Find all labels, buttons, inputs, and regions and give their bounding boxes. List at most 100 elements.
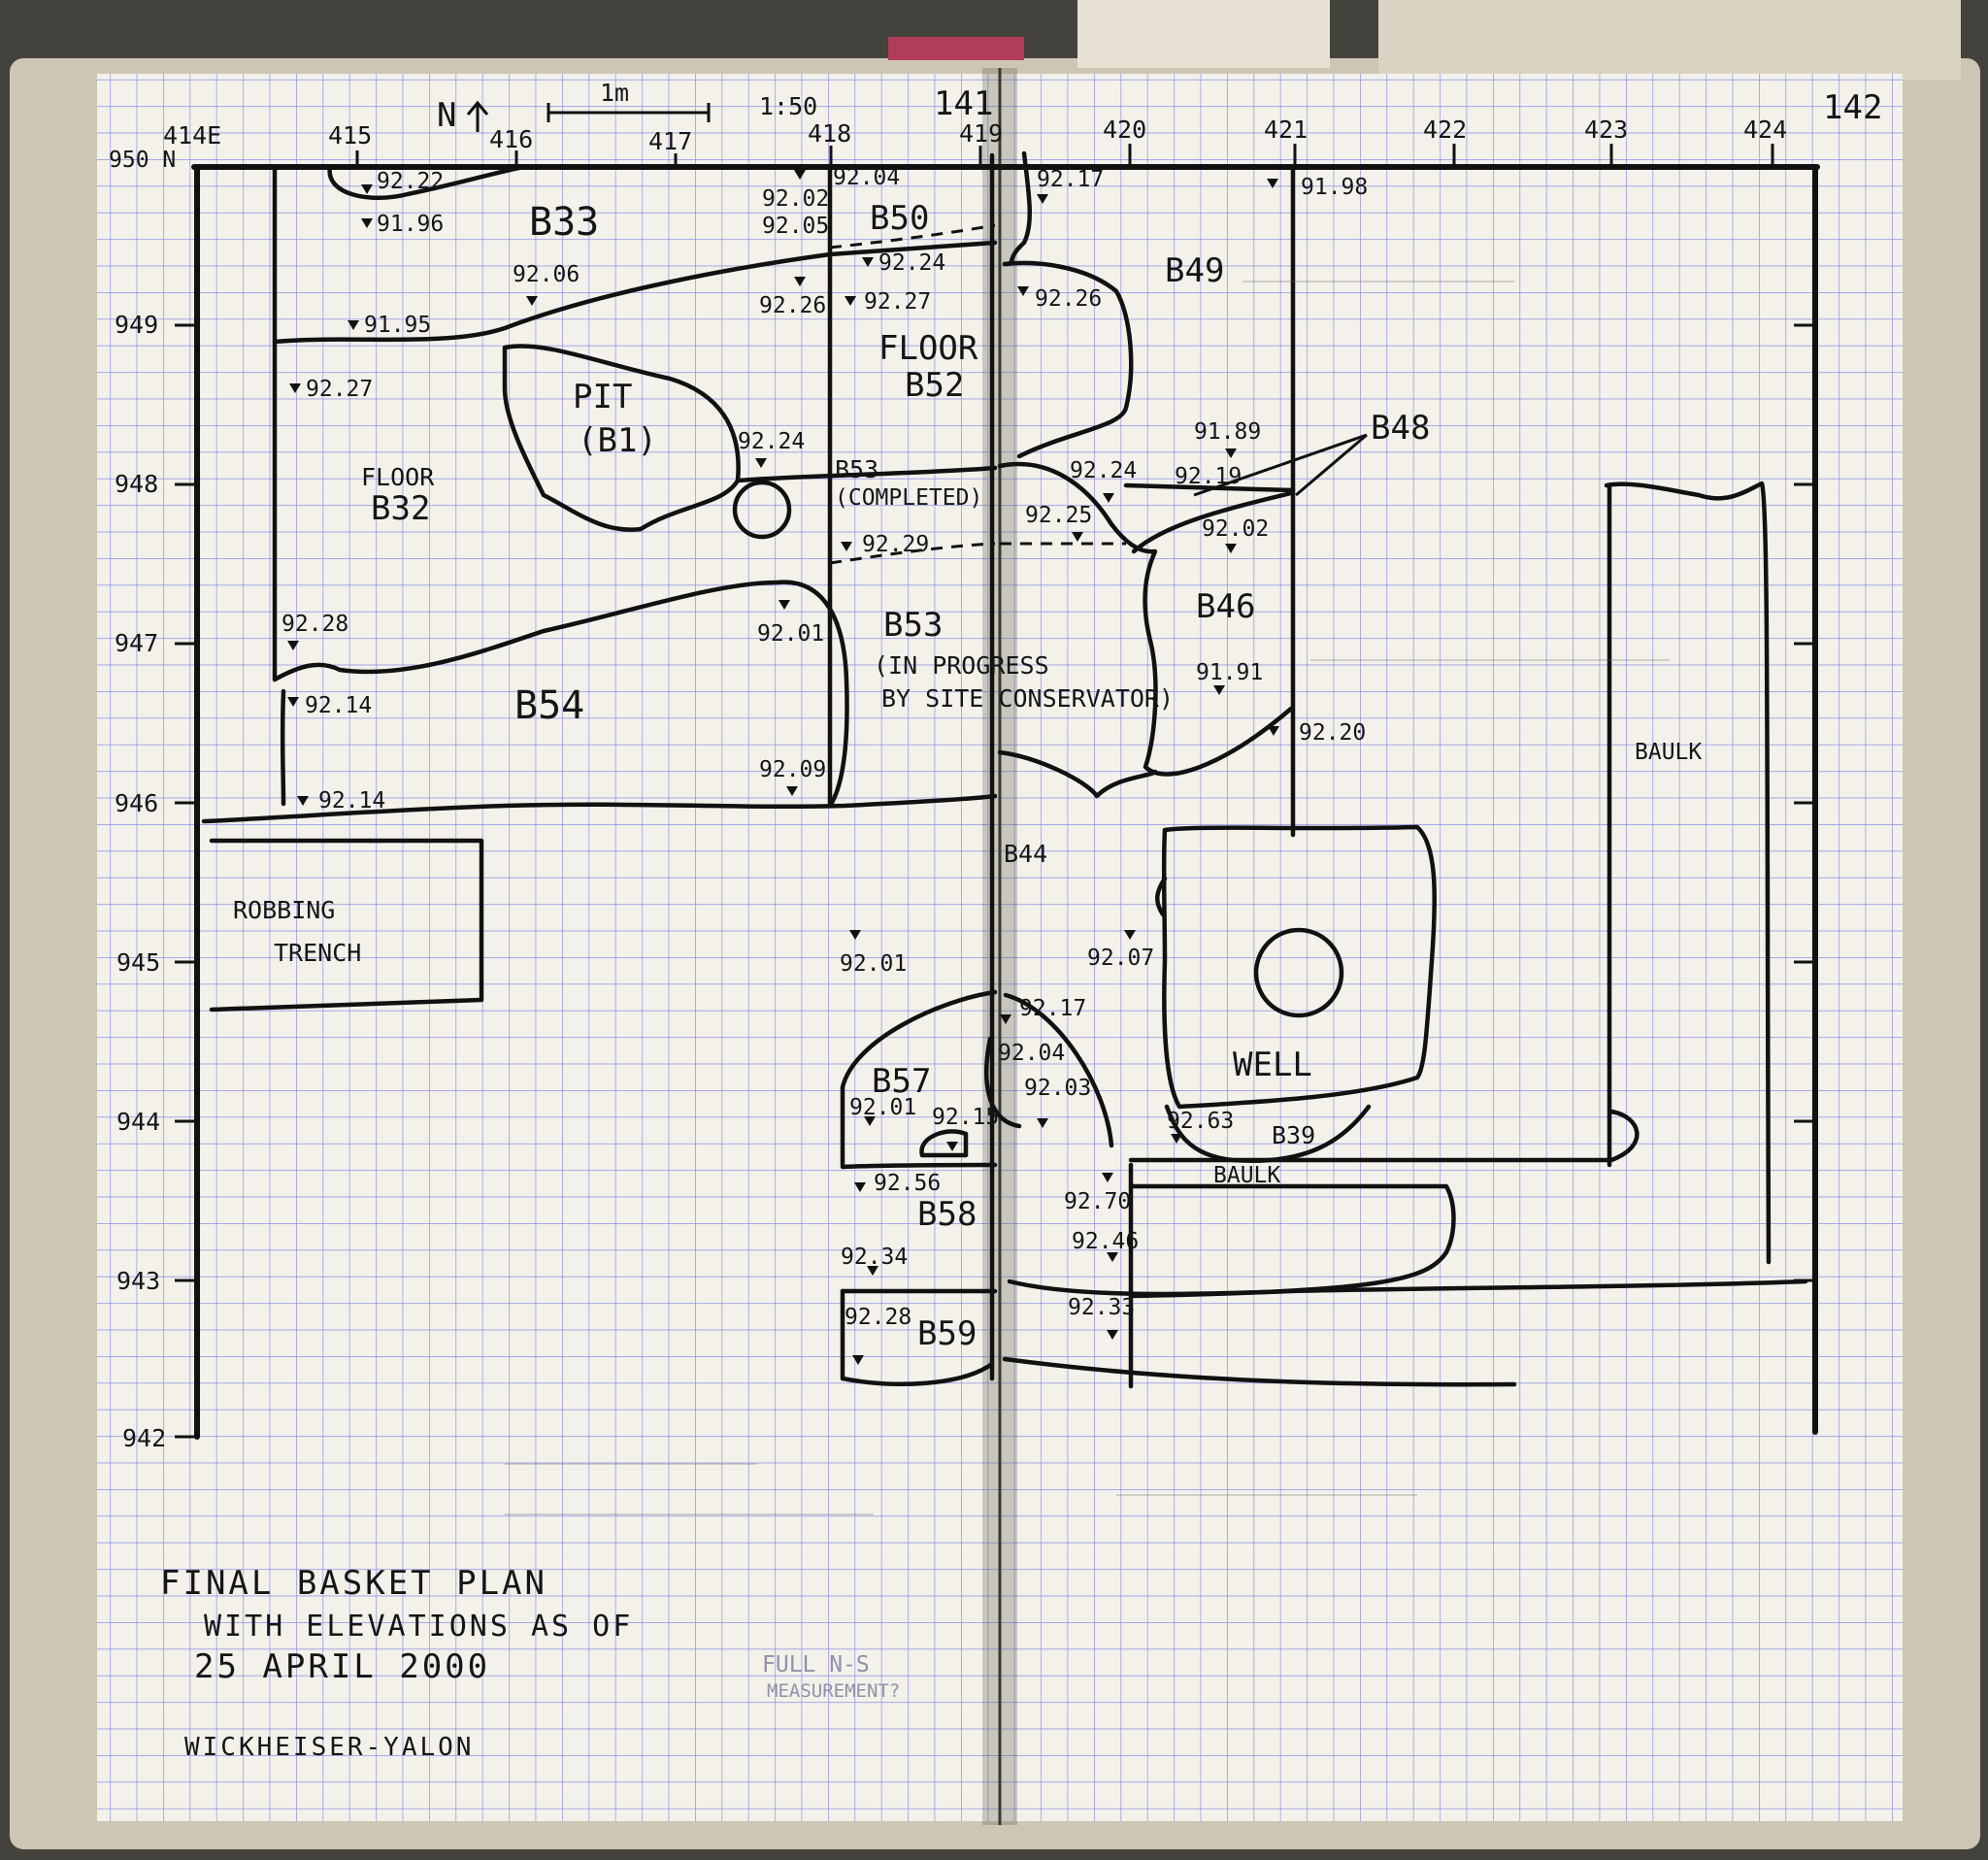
axis-label-e418: 418 <box>808 119 851 148</box>
axis-label-n944: 944 <box>116 1108 160 1136</box>
boundary-b48-top <box>1123 482 1296 493</box>
boundary-943 <box>1007 1279 1808 1297</box>
elevation-92-26-left: 92.26 <box>759 293 826 318</box>
label-b53-progress-line2: (IN PROGRESS <box>874 651 1049 680</box>
ghost-writing <box>505 281 1670 1515</box>
stone-b57 <box>919 1129 969 1158</box>
feature-boundaries <box>201 150 1808 1389</box>
boundary-b57-east <box>1003 992 1114 1148</box>
label-floor-b52-num: B52 <box>905 366 964 405</box>
ribbon-bookmark <box>888 37 1024 60</box>
axis-label-n943: 943 <box>116 1267 160 1295</box>
boundary-942 <box>1002 1356 1517 1387</box>
axis-label-e421: 421 <box>1264 116 1308 144</box>
posthole <box>732 480 792 540</box>
boundary-b46 <box>997 461 1294 777</box>
label-baulk-bottom: BAULK <box>1213 1163 1280 1188</box>
scale-bar-icon <box>547 103 711 122</box>
elevation-91-95: 91.95 <box>364 313 431 338</box>
elevation-92-22: 92.22 <box>377 169 444 194</box>
axis-label-n948: 948 <box>115 470 158 498</box>
cloth-tab <box>1077 0 1330 68</box>
elevation-marker-icon <box>1225 448 1237 458</box>
elevation-92-01-b44: 92.01 <box>840 951 907 977</box>
dashed-lines <box>829 223 1126 565</box>
label-b53-progress-line3: BY SITE CONSERVATOR) <box>881 684 1174 713</box>
elevation-marker-icon <box>755 458 767 468</box>
left-page-number: 141 <box>934 84 993 123</box>
axis-label-e414: 414E <box>163 121 221 149</box>
elevation-marker-icon <box>1107 1330 1118 1340</box>
elevation-marker-icon <box>1213 685 1225 695</box>
axis-label-n942: 942 <box>122 1424 166 1452</box>
axis-label-e416: 416 <box>489 125 533 153</box>
elevation-marker-icon <box>1225 544 1237 553</box>
robbing-trench <box>209 838 484 1013</box>
label-b54: B54 <box>514 683 584 728</box>
elevation-marker-icon <box>867 1266 878 1276</box>
elevation-92-17: 92.17 <box>1037 167 1104 192</box>
elevation-marker-icon <box>1000 1014 1011 1024</box>
elevation-marker-icon <box>297 796 309 806</box>
label-b59: B59 <box>917 1314 977 1353</box>
label-baulk-right: BAULK <box>1635 740 1702 765</box>
elevation-92-27-left: 92.27 <box>306 377 373 402</box>
elevation-92-01-b57: 92.01 <box>849 1095 916 1120</box>
label-b53-completed-note: (COMPLETED) <box>835 485 982 511</box>
scale-ratio: 1:50 <box>759 92 817 120</box>
baulk-south <box>1128 1109 1640 1163</box>
arrow-b48-icon <box>1193 433 1368 497</box>
scale-bar-label: 1m <box>600 79 629 107</box>
elevation-92-29: 92.29 <box>862 532 929 557</box>
elevation-marker-icon <box>1171 1134 1182 1144</box>
cloth-tab <box>1378 0 1961 80</box>
elevation-marker-icon <box>1017 286 1029 296</box>
elevation-markers: 92.22 91.96 92.04 92.02 92.05 92.17 91.9… <box>282 165 1368 1365</box>
elevation-92-46: 92.46 <box>1072 1229 1139 1254</box>
pit-b1 <box>502 344 741 532</box>
axis-label-e423: 423 <box>1584 116 1628 144</box>
axis-label-e415: 415 <box>328 121 372 149</box>
elevation-marker-icon <box>348 320 359 330</box>
title-block: FINAL BASKET PLAN WITH ELEVATIONS AS OF … <box>160 1564 630 1762</box>
elevation-92-02: 92.02 <box>762 186 829 212</box>
label-b53-completed: B53 <box>835 455 878 483</box>
axis-label-e422: 422 <box>1423 116 1467 144</box>
elevation-92-33: 92.33 <box>1068 1295 1135 1320</box>
elevation-92-17-b57: 92.17 <box>1019 996 1086 1021</box>
label-b48: B48 <box>1371 409 1430 448</box>
north-label: N <box>437 96 456 135</box>
axis-label-n945: 945 <box>116 948 160 977</box>
elevation-92-15: 92.15 <box>932 1105 999 1130</box>
label-pit-b1: (B1) <box>578 421 657 460</box>
boundary-b44-north <box>997 749 1158 799</box>
axis-label-n947: 947 <box>115 629 158 657</box>
axis-label-e417: 417 <box>648 127 692 155</box>
elevation-marker-icon <box>1103 493 1114 503</box>
label-robbing: ROBBING <box>233 896 335 924</box>
elevation-92-70: 92.70 <box>1064 1189 1131 1214</box>
boundary-b57-south <box>840 1162 998 1170</box>
elevation-92-01-b53: 92.01 <box>757 621 824 647</box>
elevation-92-04-b57: 92.04 <box>998 1041 1065 1066</box>
elevation-92-03: 92.03 <box>1024 1076 1091 1101</box>
elevation-marker-icon <box>287 697 299 707</box>
label-b33: B33 <box>529 200 599 245</box>
well <box>1161 824 1438 1110</box>
axis-label-n946: 946 <box>115 789 158 817</box>
pencil-note-line-1: FULL N-S <box>762 1652 870 1677</box>
elevation-marker-icon <box>526 296 538 306</box>
boundary-b50-south <box>827 240 998 257</box>
elevation-92-63: 92.63 <box>1167 1109 1234 1134</box>
elevation-marker-icon <box>852 1355 864 1365</box>
elevation-marker-icon <box>1107 1252 1118 1262</box>
label-trench: TRENCH <box>274 939 361 967</box>
boundary-b49-south <box>1002 260 1134 459</box>
title-line-1: FINAL BASKET PLAN <box>160 1564 547 1603</box>
boundary-b57-stone <box>984 1036 1022 1129</box>
label-pit: PIT <box>573 378 632 416</box>
label-b58: B58 <box>917 1195 977 1234</box>
axis-label-e420: 420 <box>1103 116 1146 144</box>
elevation-92-05: 92.05 <box>762 214 829 239</box>
boundary-946 <box>201 793 998 824</box>
